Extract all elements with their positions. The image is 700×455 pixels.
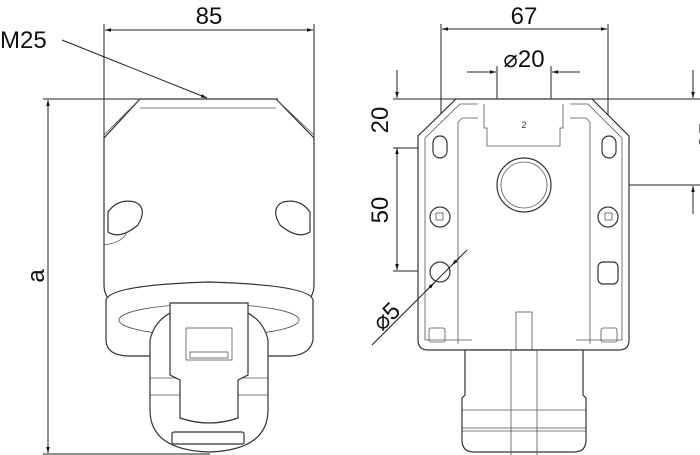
back-view: 67 ⌀20 20 50 35 2 <box>367 3 700 455</box>
hole-center-label: 35 <box>695 122 700 149</box>
cable-entry-block <box>483 104 564 147</box>
mounting-plate <box>417 98 630 351</box>
gland-label: M25 <box>0 27 47 54</box>
lid-latch <box>185 327 233 361</box>
label-window <box>171 431 245 445</box>
gland-leader-line <box>61 39 208 99</box>
socket-body <box>461 349 587 453</box>
mount-boss-right <box>597 206 619 228</box>
mount-boss-left <box>429 206 451 228</box>
hole-spacing-label: 50 <box>367 197 394 224</box>
hole-diameter-label: ⌀20 <box>503 46 544 73</box>
mount-lug-left <box>107 200 143 236</box>
cable-entry-hole <box>496 157 552 213</box>
mount-hole-bottom-left <box>429 261 451 283</box>
top-offset-label: 20 <box>367 107 394 134</box>
mount-hole-label: ⌀5 <box>367 297 406 336</box>
mount-hole-top-right <box>601 135 617 159</box>
marking-label: 2 <box>521 120 526 130</box>
mount-hole-leader <box>371 249 468 346</box>
width-label: 67 <box>511 3 538 30</box>
height-label: a <box>23 269 50 283</box>
side-view: 85 M25 a <box>0 3 315 455</box>
mount-hole-top-left <box>432 135 448 159</box>
mount-hole-bottom-right <box>597 261 619 285</box>
socket-lid <box>169 302 249 424</box>
width-label: 85 <box>196 3 223 30</box>
mount-lug-right <box>275 200 311 236</box>
